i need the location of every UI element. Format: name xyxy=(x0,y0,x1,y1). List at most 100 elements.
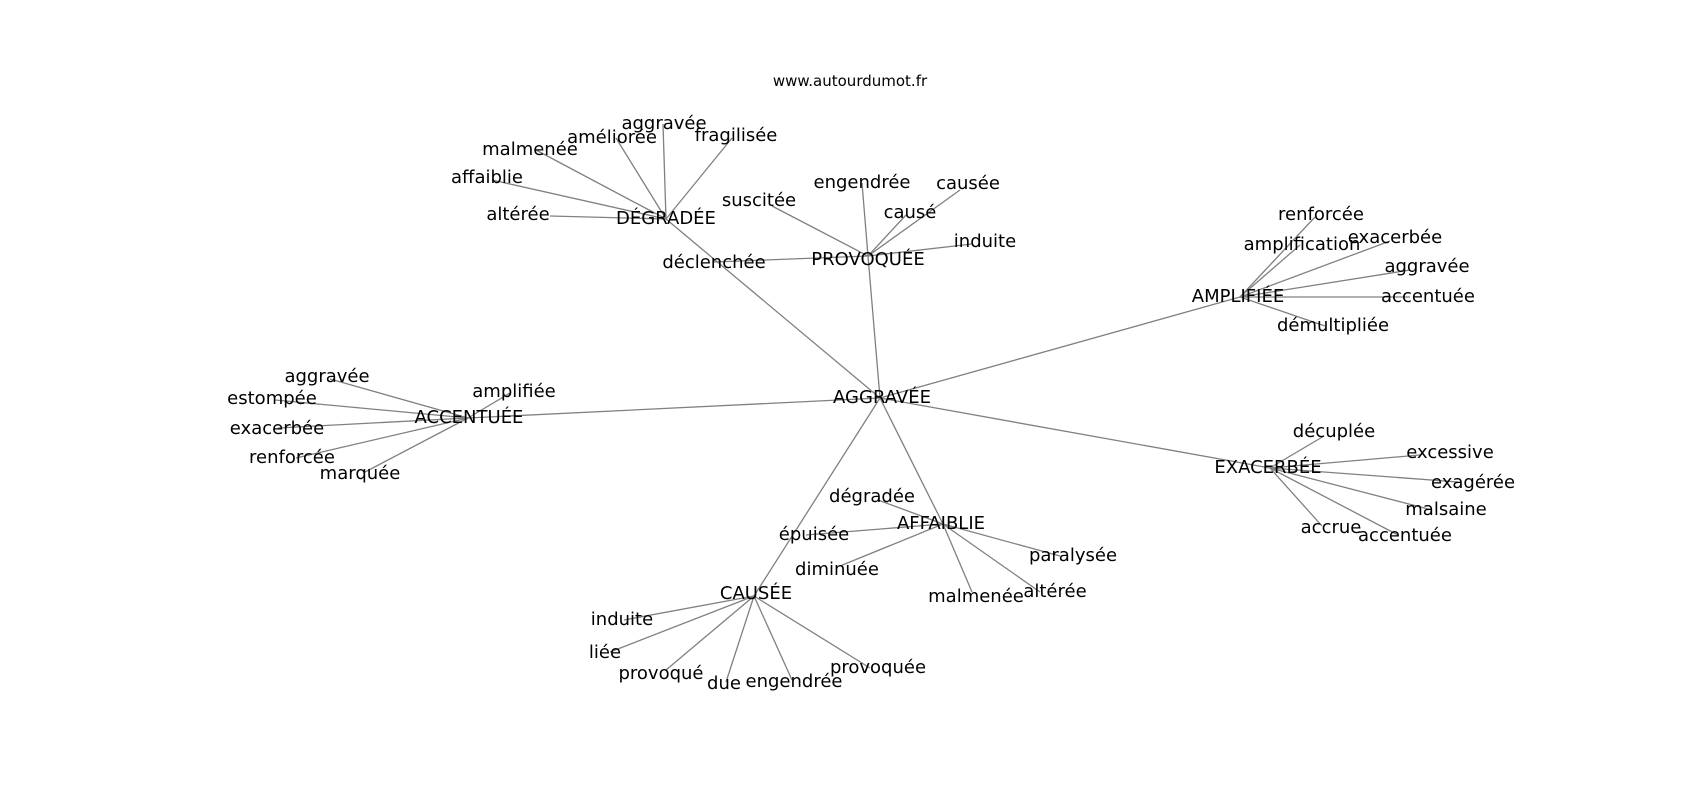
edge-hub-5-leaf-1 xyxy=(805,523,944,536)
hub-node-2[interactable]: AMPLIFIÉE xyxy=(1192,285,1284,307)
edge-root-hub-3 xyxy=(467,397,881,419)
edge-hub-1-leaf-1 xyxy=(867,189,961,257)
edge-hub-0-leaf-0 xyxy=(662,123,667,220)
edge-hub-4-leaf-4 xyxy=(1269,467,1323,527)
leaf-node-4-0[interactable]: décuplée xyxy=(1293,421,1375,442)
edge-hub-6-leaf-4 xyxy=(753,595,793,681)
leaf-node-5-5[interactable]: malmenée xyxy=(928,586,1024,607)
edge-hub-1-leaf-3 xyxy=(867,214,907,257)
leaf-node-1-5[interactable]: déclenchée xyxy=(662,252,765,273)
leaf-node-1-1[interactable]: causée xyxy=(936,173,1000,194)
hub-node-4[interactable]: EXACERBÉE xyxy=(1214,456,1321,478)
leaf-node-5-0[interactable]: dégradée xyxy=(829,486,915,507)
edge-hub-6-leaf-2 xyxy=(665,595,755,671)
edge-hub-5-leaf-3 xyxy=(839,523,944,567)
leaf-node-3-0[interactable]: aggravée xyxy=(284,366,369,387)
edge-hub-0-leaf-2 xyxy=(535,149,667,220)
edge-hub-5-leaf-4 xyxy=(942,523,1041,593)
leaf-node-0-2[interactable]: malmenée xyxy=(482,139,578,160)
site-url: www.autourdumot.fr xyxy=(772,72,928,90)
leaf-node-2-0[interactable]: renforcée xyxy=(1278,204,1364,225)
leaf-node-6-3[interactable]: due xyxy=(707,673,741,694)
edge-hub-4-leaf-2 xyxy=(1269,467,1459,483)
edge-root-hub-0 xyxy=(665,218,881,399)
edge-hub-4-leaf-1 xyxy=(1269,454,1421,469)
leaf-node-4-4[interactable]: accrue xyxy=(1301,517,1362,538)
edge-hub-6-leaf-3 xyxy=(725,595,755,683)
leaf-node-1-4[interactable]: induite xyxy=(954,231,1016,252)
edge-root-hub-5 xyxy=(879,397,944,525)
root-node[interactable]: AGGRAVÉE xyxy=(833,386,931,408)
edge-hub-2-leaf-0 xyxy=(1239,216,1316,298)
edge-hub-6-leaf-5 xyxy=(753,595,871,669)
leaf-node-5-4[interactable]: altérée xyxy=(1023,581,1086,602)
leaf-node-4-5[interactable]: accentuée xyxy=(1358,525,1452,546)
edge-hub-0-leaf-1 xyxy=(615,137,667,220)
edge-hub-0-leaf-4 xyxy=(491,179,667,220)
edge-root-hub-4 xyxy=(879,397,1271,469)
leaf-node-6-1[interactable]: liée xyxy=(589,642,621,663)
edge-hub-2-leaf-1 xyxy=(1239,240,1391,298)
leaf-node-1-3[interactable]: causé xyxy=(884,202,937,223)
leaf-node-3-1[interactable]: amplifiée xyxy=(472,381,555,402)
leaf-node-3-4[interactable]: renforcée xyxy=(249,447,335,468)
edge-hub-3-leaf-0 xyxy=(329,378,469,419)
edge-hub-3-leaf-4 xyxy=(295,417,469,459)
edge-hub-3-leaf-1 xyxy=(467,392,511,419)
edge-hub-3-leaf-2 xyxy=(274,399,469,419)
edge-hub-2-leaf-3 xyxy=(1239,269,1411,298)
hub-node-5[interactable]: AFFAIBLIE xyxy=(897,513,985,534)
hub-node-0[interactable]: DÉGRADÉE xyxy=(616,207,716,229)
leaf-node-4-1[interactable]: excessive xyxy=(1406,442,1494,463)
leaf-node-6-0[interactable]: induite xyxy=(591,609,653,630)
edge-root-hub-6 xyxy=(753,397,881,597)
leaf-node-2-5[interactable]: démultipliée xyxy=(1277,315,1389,336)
leaf-node-2-2[interactable]: amplification xyxy=(1244,234,1361,255)
leaf-node-4-3[interactable]: malsaine xyxy=(1405,499,1486,520)
leaf-node-3-2[interactable]: estompée xyxy=(227,388,317,409)
leaf-node-5-3[interactable]: diminuée xyxy=(795,559,879,580)
leaf-node-1-0[interactable]: engendrée xyxy=(814,172,911,193)
leaf-node-4-2[interactable]: exagérée xyxy=(1431,472,1515,493)
edge-hub-5-leaf-0 xyxy=(877,499,944,525)
edge-root-hub-1 xyxy=(867,255,881,399)
edge-hub-1-leaf-0 xyxy=(861,182,869,257)
edge-hub-2-leaf-5 xyxy=(1239,296,1326,327)
leaf-node-6-2[interactable]: provoqué xyxy=(618,663,703,684)
edge-hub-2-leaf-2 xyxy=(1239,244,1301,298)
labels-layer: AGGRAVÉEDÉGRADÉEaggravéeamélioréemalmené… xyxy=(227,113,1515,694)
leaf-node-0-5[interactable]: altérée xyxy=(486,204,549,225)
edge-hub-0-leaf-5 xyxy=(549,215,667,220)
leaf-node-6-5[interactable]: provoquée xyxy=(830,657,926,678)
leaf-node-3-5[interactable]: marquée xyxy=(320,463,401,484)
edge-root-hub-2 xyxy=(879,296,1241,399)
leaf-node-2-4[interactable]: accentuée xyxy=(1381,286,1475,307)
edge-hub-5-leaf-5 xyxy=(942,523,973,593)
edge-hub-3-leaf-3 xyxy=(277,417,469,429)
leaf-node-6-4[interactable]: engendrée xyxy=(746,671,843,692)
edges-layer xyxy=(274,123,1459,683)
edge-hub-4-leaf-0 xyxy=(1269,435,1325,469)
leaf-node-0-4[interactable]: affaiblie xyxy=(451,167,523,188)
leaf-node-1-2[interactable]: suscitée xyxy=(722,190,796,211)
leaf-node-3-3[interactable]: exacerbée xyxy=(230,418,324,439)
edge-hub-1-leaf-2 xyxy=(771,205,869,257)
edge-hub-4-leaf-5 xyxy=(1269,467,1399,536)
edge-hub-5-leaf-2 xyxy=(942,523,1061,557)
leaf-node-0-3[interactable]: fragilisée xyxy=(695,125,778,146)
leaf-node-5-1[interactable]: épuisée xyxy=(779,524,849,545)
leaf-node-2-1[interactable]: exacerbée xyxy=(1348,227,1442,248)
edge-hub-1-leaf-4 xyxy=(867,243,973,257)
edge-hub-6-leaf-0 xyxy=(623,595,755,621)
leaf-node-0-0[interactable]: aggravée xyxy=(621,113,706,134)
leaf-node-5-2[interactable]: paralysée xyxy=(1029,545,1117,566)
edge-hub-3-leaf-5 xyxy=(364,417,469,473)
leaf-node-2-3[interactable]: aggravée xyxy=(1384,256,1469,277)
leaf-node-0-1[interactable]: améliorée xyxy=(567,127,657,148)
hub-node-6[interactable]: CAUSÉE xyxy=(720,582,792,604)
hub-node-3[interactable]: ACCENTUÉE xyxy=(415,406,524,428)
edge-hub-1-leaf-5 xyxy=(713,255,869,263)
edge-hub-6-leaf-1 xyxy=(609,595,755,653)
hub-node-1[interactable]: PROVOQUÉE xyxy=(811,248,924,270)
